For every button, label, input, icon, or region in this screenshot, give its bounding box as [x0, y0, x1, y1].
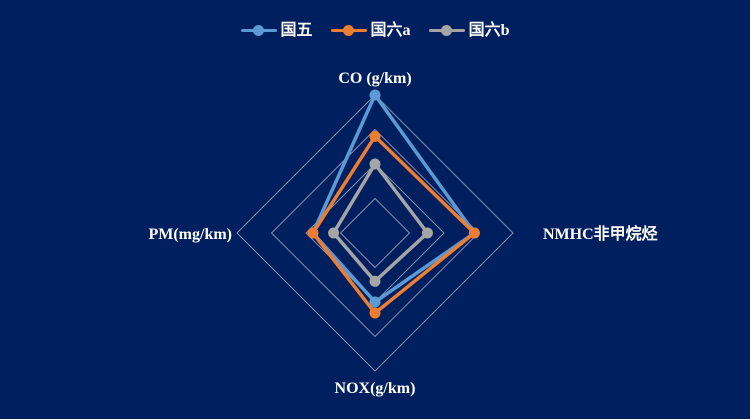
series-2-point-0	[369, 158, 381, 170]
series-1-point-2	[369, 307, 381, 319]
series-0-point-0	[369, 89, 381, 101]
axis-label-1: NMHC非甲烷烃	[543, 224, 658, 243]
legend-swatch-1	[330, 24, 367, 38]
grid-ring-4	[236, 94, 514, 372]
legend-swatch-0	[240, 24, 277, 38]
legend-label: 国六b	[468, 22, 510, 39]
legend-marker	[342, 25, 354, 36]
legend-item-1: 国六a	[330, 21, 411, 41]
chart-legend: 国五 国六a 国六b	[0, 18, 750, 44]
axis-label-3: PM(mg/km)	[148, 226, 232, 243]
series-1-point-0	[369, 130, 381, 142]
legend-item-2: 国六b	[428, 21, 510, 41]
series-0-point-2	[369, 296, 381, 308]
series-1-point-1	[468, 227, 480, 239]
series-2-point-1	[421, 227, 433, 239]
axis-labels: CO (g/km) NMHC非甲烷烃 NOX(g/km) PM(mg/km)	[148, 70, 657, 397]
series-2-point-3	[328, 227, 340, 239]
series-2	[328, 158, 433, 287]
series-1	[307, 130, 480, 319]
axis-label-2: NOX(g/km)	[335, 380, 416, 397]
legend-marker	[440, 25, 452, 36]
axis-label-0: CO (g/km)	[338, 70, 411, 87]
legend-marker	[252, 25, 264, 36]
radar-series	[307, 89, 480, 319]
series-2-point-2	[369, 275, 381, 287]
legend-label: 国六a	[370, 22, 411, 39]
legend-label: 国五	[280, 22, 313, 39]
series-1-point-3	[307, 227, 319, 239]
grid-ring-3	[270, 128, 480, 338]
legend-item-0: 国五	[240, 21, 313, 41]
legend-swatch-2	[428, 24, 465, 38]
grid-ring-1	[339, 197, 411, 269]
